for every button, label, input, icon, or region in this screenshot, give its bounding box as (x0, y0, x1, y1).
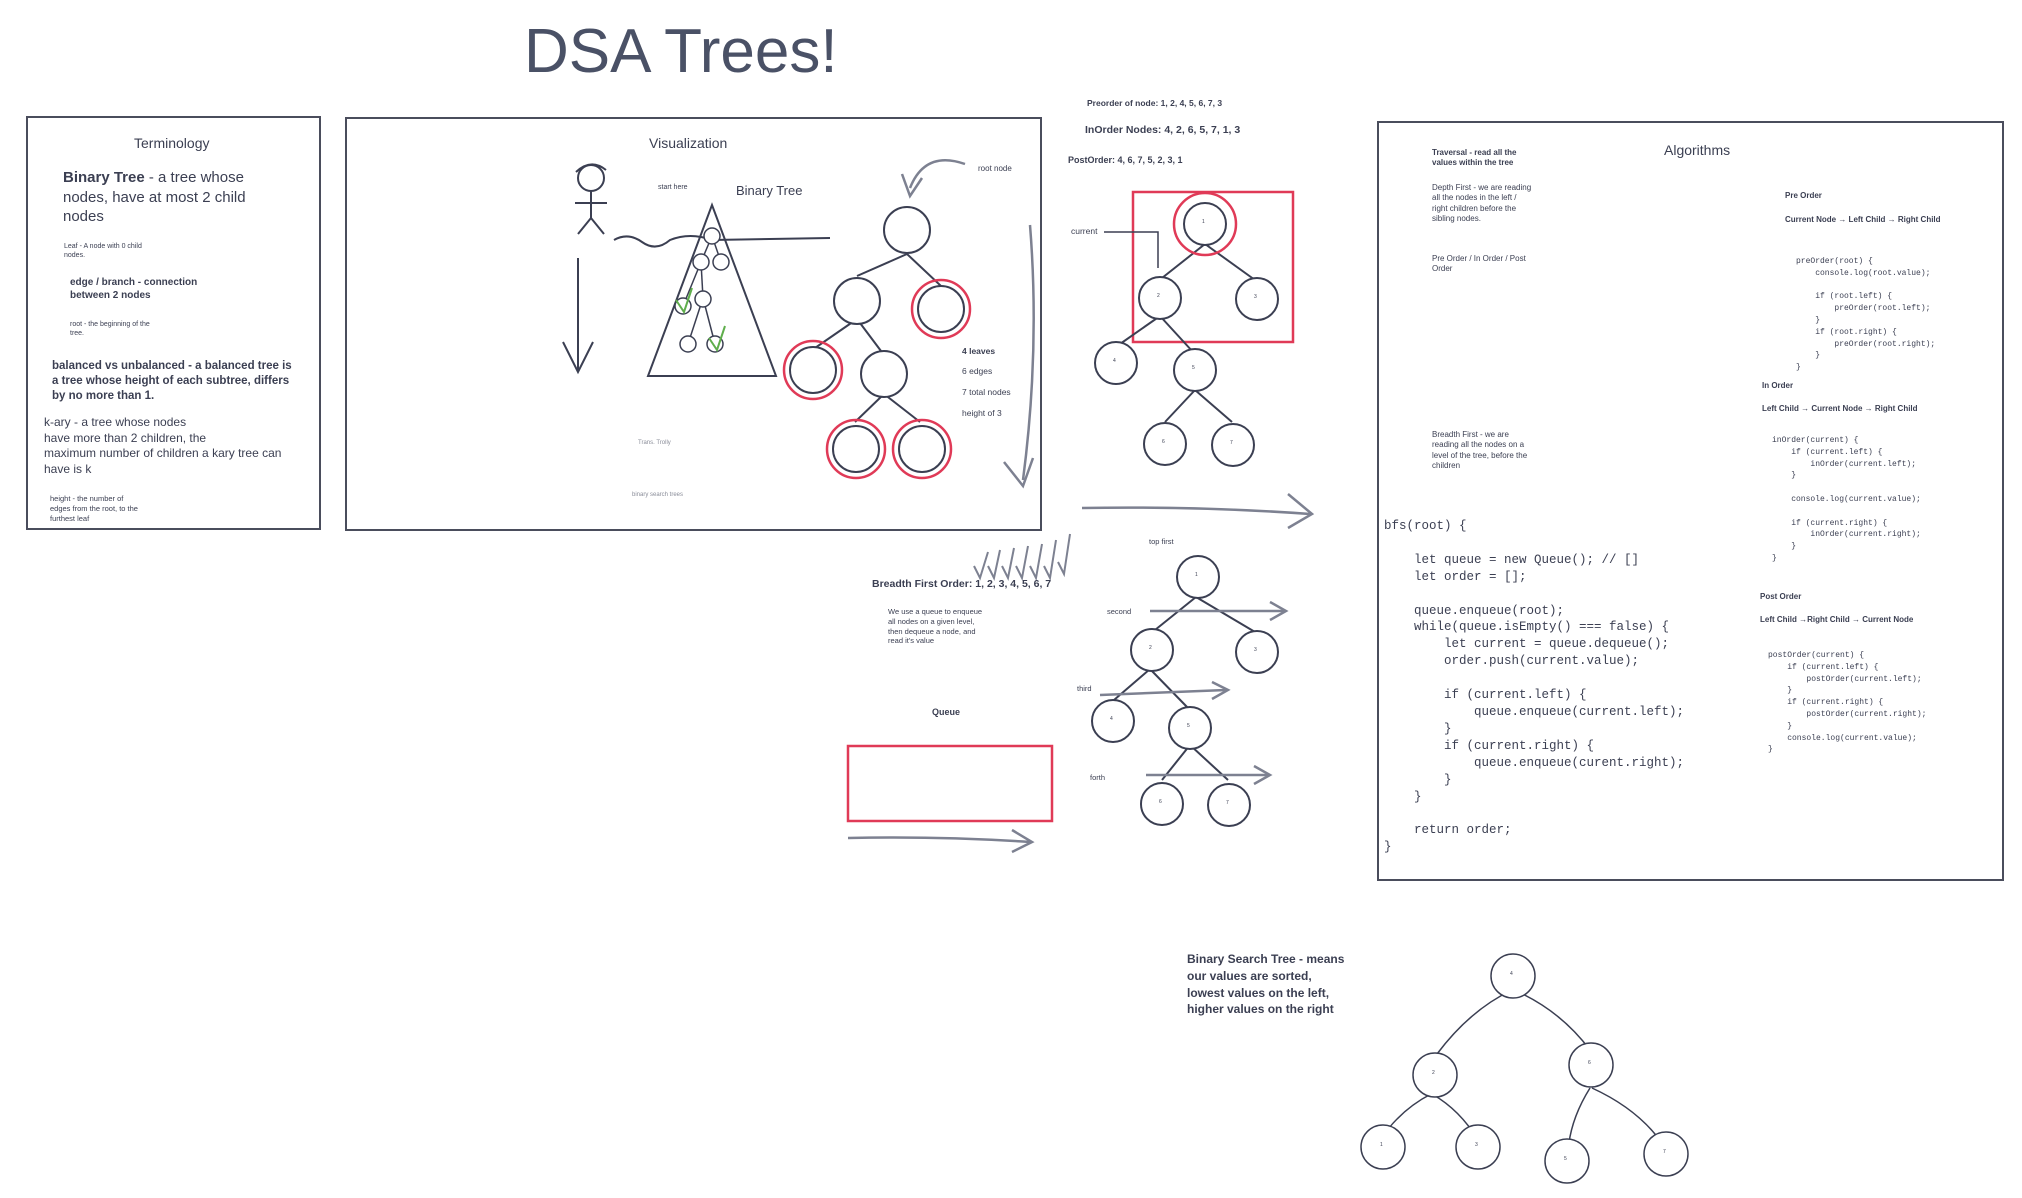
page-title: DSA Trees! (524, 17, 838, 86)
stick-figure-icon (575, 163, 607, 235)
postorder-description: Left Child →Right Child → Current Node (1760, 615, 1914, 624)
preorder-result: Preorder of node: 1, 2, 4, 5, 6, 7, 3 (1087, 98, 1223, 108)
edges-count: 6 edges (962, 366, 993, 376)
level-arrows (1099, 600, 1289, 786)
root-definition: root - the beginning of the tree. (70, 321, 150, 338)
postorder-title: Post Order (1760, 592, 1802, 601)
binary-tree-definition: Binary Tree - a tree whose nodes, have a… (63, 168, 303, 227)
bfs-node-7: 7 (1226, 800, 1229, 806)
inorder-result: InOrder Nodes: 4, 2, 6, 5, 7, 1, 3 (1085, 124, 1241, 136)
depth-node-1: 1 (1202, 219, 1205, 225)
bfs-code-body: bfs(root) { let queue = new Queue(); // … (1384, 519, 1685, 855)
total-nodes-count: 7 total nodes (962, 387, 1011, 397)
terminology-frame (26, 116, 321, 530)
faint-note-2: binary search trees (632, 492, 684, 498)
depth-node-6: 6 (1162, 439, 1165, 445)
bfs-code: bfs(root) { let queue = new Queue(); // … (1384, 518, 1684, 856)
depth-node-7: 7 (1230, 440, 1233, 446)
breadth-first-order: Breadth First Order: 1, 2, 3, 4, 5, 6, 7 (872, 578, 1052, 590)
queue-arrow (847, 836, 1031, 844)
level-top-first: top first (1149, 537, 1174, 546)
inorder-code: inOrder(current) { if (current.left) { i… (1772, 436, 1921, 563)
root-node-label: root node (978, 164, 1012, 173)
queue-box (846, 744, 1054, 823)
water-line (613, 235, 831, 248)
bfs-node-5: 5 (1187, 723, 1190, 729)
visualization-heading: Visualization (649, 135, 728, 151)
balanced-definition: balanced vs unbalanced - a balanced tree… (52, 360, 292, 402)
bst-node-7: 7 (1663, 1149, 1666, 1155)
level-second: second (1107, 607, 1132, 616)
bfs-node-2: 2 (1149, 645, 1152, 651)
bst-node-5: 5 (1564, 1156, 1567, 1162)
bst-node-3: 3 (1475, 1142, 1478, 1148)
inorder-description: Left Child → Current Node → Right Child (1762, 404, 1918, 413)
queue-label: Queue (932, 707, 961, 717)
algorithms-heading: Algorithms (1664, 142, 1731, 158)
current-pointer (1104, 231, 1159, 268)
leaf-definition: Leaf - A node with 0 child nodes. (64, 243, 142, 260)
postorder-result: PostOrder: 4, 6, 7, 5, 2, 3, 1 (1068, 155, 1183, 165)
start-here-label: start here (658, 184, 688, 191)
depth-first-definition: Depth First - we are reading all the nod… (1432, 183, 1532, 224)
bst-node-4: 4 (1510, 971, 1513, 977)
depth-first-tree (1094, 202, 1279, 467)
level-forth: forth (1090, 773, 1106, 782)
depth-down-arrowhead (1003, 457, 1035, 489)
to-algorithms-arrowhead (1287, 493, 1315, 530)
edge-definition: edge / branch - connection between 2 nod… (70, 277, 198, 301)
binary-tree-label: Binary Tree (736, 183, 803, 198)
postorder-code: postOrder(current) { if (current.left) {… (1768, 651, 1927, 755)
current-label: current (1071, 226, 1098, 236)
current-node-ring (1172, 191, 1238, 257)
algorithms-frame (1377, 121, 2004, 881)
queue-explanation: We use a queue to enqueue all nodes on a… (888, 607, 983, 646)
depth-node-3: 3 (1254, 294, 1257, 300)
visualization-tree (789, 206, 965, 473)
depth-node-5: 5 (1192, 365, 1195, 371)
bfs-node-3: 3 (1254, 647, 1257, 653)
root-node-arrow (908, 159, 966, 189)
tree-height: height of 3 (962, 408, 1002, 418)
depth-node-2: 2 (1157, 293, 1160, 299)
bfs-node-6: 6 (1159, 799, 1162, 805)
traversal-definition: Traversal - read all the values within t… (1432, 148, 1517, 168)
inorder-title: In Order (1762, 381, 1794, 390)
bst-note: Binary Search Tree - means our values ar… (1187, 952, 1345, 1017)
visualization-frame (345, 117, 1042, 531)
preorder-description: Current Node → Left Child → Right Child (1785, 215, 1941, 224)
preorder-title: Pre Order (1785, 191, 1822, 200)
binary-tree-term: Binary Tree (63, 169, 145, 186)
tally-arrows (973, 533, 1071, 582)
traversal-orders: Pre Order / In Order / Post Order (1432, 254, 1526, 274)
preorder-code: preOrder(root) { console.log(root.value)… (1796, 257, 1936, 373)
bst-node-2: 2 (1432, 1070, 1435, 1076)
bfs-node-4: 4 (1110, 716, 1113, 722)
queue-arrowhead (1011, 828, 1035, 854)
depth-down-arrow (1021, 224, 1035, 481)
mini-tree (674, 227, 730, 353)
root-node-arrowhead (900, 173, 924, 199)
to-algorithms-arrow (1081, 506, 1311, 516)
breadth-first-definition: Breadth First - we are reading all the n… (1432, 430, 1528, 471)
faint-note-1: Trans. Trolly (638, 440, 671, 446)
down-arrow (562, 258, 594, 375)
leaf-highlight-rings (782, 278, 972, 480)
height-definition: height - the number of edges from the ro… (50, 494, 138, 523)
leaves-count: 4 leaves (962, 346, 996, 356)
kary-definition: k-ary - a tree whose nodes have more tha… (44, 415, 282, 476)
bfs-node-1: 1 (1195, 572, 1198, 578)
level-third: third (1077, 684, 1092, 693)
bst-node-6: 6 (1588, 1060, 1591, 1066)
terminology-heading: Terminology (134, 135, 210, 151)
depth-node-4: 4 (1113, 358, 1116, 364)
check-marks (675, 287, 726, 353)
bst-node-1: 1 (1380, 1142, 1383, 1148)
current-highlight-box (1131, 190, 1295, 344)
binary-tree-def: - a tree whose nodes, have at most 2 chi… (63, 169, 246, 225)
bst-tree (1360, 953, 1689, 1184)
iceberg-triangle (646, 202, 778, 377)
